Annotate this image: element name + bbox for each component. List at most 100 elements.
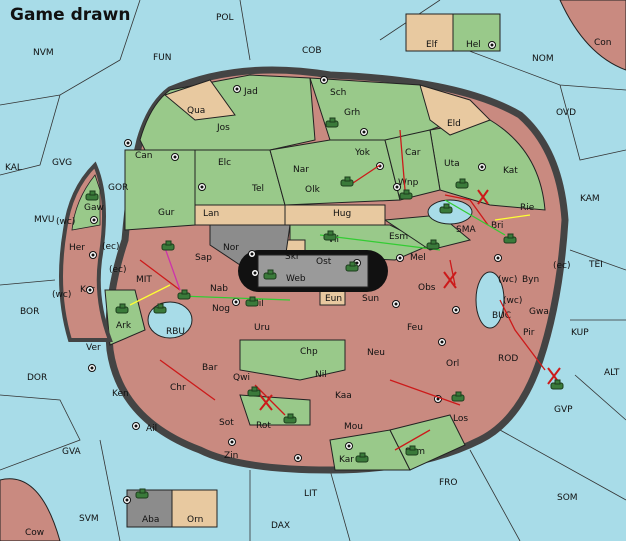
label-bri: Bri	[491, 221, 503, 231]
supply-center-dot	[173, 155, 177, 159]
label-can: Can	[135, 151, 153, 161]
label-mel: Mel	[410, 253, 426, 263]
label-byn: Byn	[522, 275, 539, 285]
label-uta: Uta	[444, 159, 460, 169]
label-bar: Bar	[202, 363, 218, 373]
supply-center-dot	[436, 397, 440, 401]
label-uru: Uru	[254, 323, 270, 333]
label-kam: KAM	[580, 194, 600, 204]
army-unit-turret	[181, 289, 188, 295]
label-jos: Jos	[216, 123, 230, 133]
army-unit-turret	[554, 379, 561, 385]
supply-center-dot	[490, 43, 494, 47]
label-mou: Mou	[344, 422, 363, 432]
supply-center-dot	[296, 456, 300, 460]
label-esm: Esm	[389, 232, 408, 242]
label-kal: KAL	[5, 163, 22, 173]
label-mit: MIT	[136, 275, 152, 285]
label-wnp: Wnp	[398, 178, 419, 188]
label-pir: Pir	[523, 328, 535, 338]
army-unit-turret	[165, 240, 172, 246]
label-lan: Lan	[203, 209, 219, 219]
units	[85, 117, 564, 499]
army-unit-turret	[443, 203, 450, 209]
supply-center-dot	[454, 308, 458, 312]
label-fun: FUN	[153, 53, 172, 63]
label-alt: ALT	[604, 368, 620, 378]
label-feu: Feu	[407, 323, 423, 333]
label-ec: (ec)	[102, 242, 120, 252]
label-fro: FRO	[439, 478, 458, 488]
supply-center-dot	[440, 340, 444, 344]
supply-center-dot	[234, 300, 238, 304]
supply-center-dot	[235, 87, 239, 91]
label-gaw: Gaw	[84, 203, 104, 213]
label-sot: Sot	[219, 418, 234, 428]
army-unit-turret	[349, 261, 356, 267]
label-orn: Orn	[187, 515, 203, 525]
army-unit-turret	[507, 233, 514, 239]
supply-center-dot	[125, 498, 129, 502]
label-tei: TEI	[588, 260, 603, 270]
label-sun: Sun	[362, 294, 379, 304]
army-unit-turret	[327, 230, 334, 236]
label-sap: Sap	[195, 253, 212, 263]
label-nor: Nor	[223, 243, 239, 253]
label-ec: (ec)	[109, 265, 127, 275]
label-elf: Elf	[426, 40, 438, 50]
label-sch: Sch	[330, 88, 346, 98]
label-gvg: GVG	[52, 158, 72, 168]
army-unit-turret	[157, 303, 164, 309]
label-kaa: Kaa	[335, 391, 352, 401]
army-unit-turret	[287, 413, 294, 419]
cut-marks	[259, 189, 561, 411]
label-orl: Orl	[446, 359, 459, 369]
label-ec: (ec)	[553, 261, 571, 271]
label-gwa: Gwa	[529, 307, 549, 317]
army-unit-turret	[329, 117, 336, 123]
label-neu: Neu	[367, 348, 385, 358]
label-eld: Eld	[447, 119, 461, 129]
army-unit-turret	[249, 296, 256, 302]
label-gva: GVA	[62, 447, 82, 457]
supply-center-dot	[355, 261, 359, 265]
label-cob: COB	[302, 46, 322, 56]
label-los: Los	[453, 414, 468, 424]
label-gor: GOR	[108, 183, 128, 193]
label-kup: KUP	[571, 328, 589, 338]
supply-center-dot	[91, 253, 95, 257]
supply-center-dot	[250, 252, 254, 256]
label-kar: Kar	[339, 455, 354, 465]
label-hug: Hug	[333, 209, 351, 219]
label-aba: Aba	[142, 515, 159, 525]
label-svm: SVM	[79, 514, 99, 524]
label-ver: Ver	[86, 343, 101, 353]
label-wc: (wc)	[56, 217, 75, 227]
supply-center-dot	[480, 165, 484, 169]
army-unit-turret	[359, 452, 366, 458]
label-nar: Nar	[293, 165, 309, 175]
label-nab: Nab	[210, 284, 228, 294]
army-unit-turret	[267, 269, 274, 275]
supply-center-dot	[90, 366, 94, 370]
label-wc: (wc)	[52, 290, 71, 300]
supply-center-dot	[253, 271, 257, 275]
move-orders	[129, 129, 546, 451]
supply-center-dot	[347, 444, 351, 448]
label-cow: Cow	[25, 528, 44, 538]
label-skr: Skr	[285, 252, 300, 262]
label-her: Her	[69, 243, 85, 253]
supply-center-dot	[126, 141, 130, 145]
army-unit-turret	[403, 189, 410, 195]
army-unit-turret	[251, 386, 258, 392]
label-rod: ROD	[498, 354, 518, 364]
supply-center-dot	[394, 302, 398, 306]
label-nom: NOM	[532, 54, 554, 64]
label-bor: BOR	[20, 307, 39, 317]
label-grh: Grh	[344, 108, 360, 118]
army-unit-turret	[409, 445, 416, 451]
